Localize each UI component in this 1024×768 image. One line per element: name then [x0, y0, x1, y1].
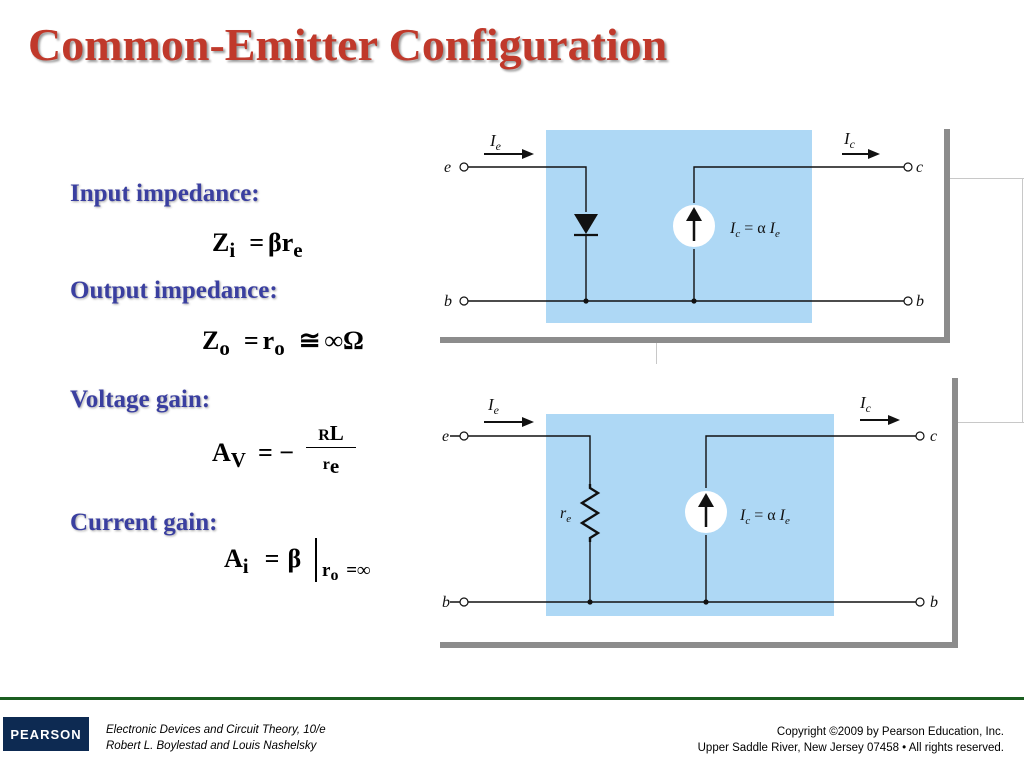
ce-re-model-diagram: Ie Ic e c b b re Ic = α Ie — [434, 374, 958, 648]
svg-text:Ie: Ie — [489, 131, 502, 153]
input-current-arrow — [484, 149, 534, 159]
resistor-label: re — [560, 505, 571, 525]
output-current-arrow — [860, 415, 900, 425]
terminal-e — [459, 431, 469, 441]
current-source-symbol — [671, 203, 717, 249]
current-source-symbol — [683, 489, 729, 535]
input-current-arrow — [484, 417, 534, 427]
junction-dot — [583, 298, 589, 304]
source-equation-label: Ic = α Ie — [729, 220, 780, 240]
terminal-b-left — [459, 296, 469, 306]
node-b-left-label: b — [442, 594, 450, 611]
current-gain-condition: ro =∞ — [322, 560, 371, 584]
svg-text:Ic: Ic — [859, 393, 872, 415]
terminal-b-left — [459, 597, 469, 607]
book-authors: Robert L. Boylestad and Louis Nashelsky — [106, 740, 317, 752]
terminal-c — [915, 431, 925, 441]
terminal-b-right — [903, 296, 913, 306]
node-b-right-label: b — [916, 293, 924, 310]
divider-line — [656, 342, 657, 364]
source-equation-label: Ic = α Ie — [739, 507, 790, 527]
voltage-gain-lhs: AV = − — [212, 438, 295, 472]
divider-line — [940, 422, 1024, 423]
current-gain-formula: Ai = β — [224, 544, 302, 578]
copyright-line: Copyright ©2009 by Pearson Education, In… — [776, 726, 1004, 738]
node-b-right-label: b — [930, 594, 938, 611]
current-gain-heading: Current gain: — [70, 509, 218, 536]
svg-text:Ie: Ie — [487, 395, 500, 417]
pearson-logo: PEARSON — [3, 717, 89, 751]
fraction-numerator: RL — [306, 421, 356, 448]
node-e-label: e — [444, 159, 451, 176]
copyright-notice: Copyright ©2009 by Pearson Education, In… — [698, 724, 1004, 756]
diode-symbol — [574, 214, 598, 237]
book-title: Electronic Devices and Circuit Theory, 1… — [106, 724, 326, 736]
slide-title: Common-Emitter Configuration — [28, 19, 668, 70]
emitter-wire — [450, 435, 591, 484]
evaluation-bar — [315, 538, 317, 582]
voltage-gain-heading: Voltage gain: — [70, 386, 211, 413]
output-current-arrow — [842, 149, 880, 159]
divider-line — [940, 178, 1024, 179]
divider-line — [1022, 178, 1023, 423]
node-c-label: c — [930, 428, 937, 445]
junction-dot — [703, 599, 709, 605]
collector-wire — [693, 166, 904, 215]
node-c-label: c — [916, 159, 923, 176]
voltage-gain-fraction: RL re — [306, 421, 356, 478]
collector-wire — [705, 435, 916, 488]
book-citation: Electronic Devices and Circuit Theory, 1… — [106, 722, 326, 754]
emitter-wire — [468, 166, 587, 212]
fraction-denominator: re — [322, 454, 340, 478]
svg-text:Ic: Ic — [843, 129, 856, 151]
publisher-address: Upper Saddle River, New Jersey 07458 • A… — [697, 742, 1004, 754]
footer-rule — [0, 697, 1024, 700]
ce-diode-model-diagram: Ie Ic e c b b Ic = α Ie — [434, 125, 950, 343]
node-b-left-label: b — [444, 293, 452, 310]
input-impedance-heading: Input impedance: — [70, 180, 260, 207]
terminal-e — [459, 162, 469, 172]
resistor-symbol — [579, 484, 601, 542]
node-e-label: e — [442, 428, 449, 445]
junction-dot — [691, 298, 697, 304]
junction-dot — [587, 599, 593, 605]
terminal-b-right — [915, 597, 925, 607]
input-impedance-formula: Zi = βre — [212, 228, 303, 262]
output-impedance-heading: Output impedance: — [70, 277, 278, 304]
terminal-c — [903, 162, 913, 172]
output-impedance-formula: Zo = ro ≅ ∞Ω — [202, 326, 364, 360]
